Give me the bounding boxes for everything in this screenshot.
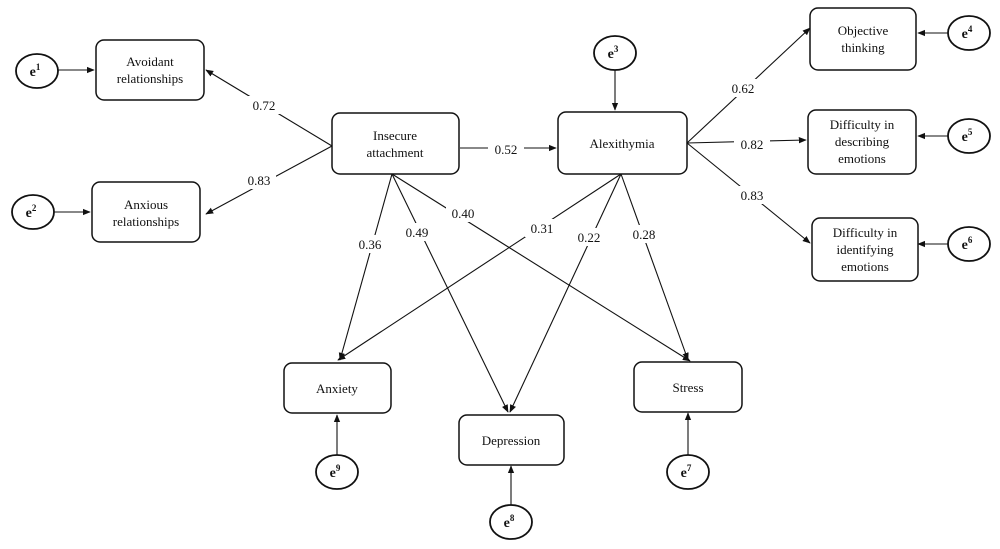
path-alexithymia-depression	[509, 173, 622, 413]
node-label-line: Anxiety	[316, 381, 358, 396]
error-e4: e4	[947, 15, 991, 51]
node-label-line: Insecure	[373, 128, 417, 143]
node-label-line: Stress	[672, 380, 703, 395]
path-insecure-anxiety	[338, 173, 393, 361]
node-stress: Stress	[633, 361, 743, 413]
coef-insecure-anxious: 0.83	[248, 173, 271, 188]
path-alexithymia-stress	[620, 173, 689, 361]
error-e9: e9	[315, 454, 359, 490]
node-label-line: emotions	[841, 259, 889, 274]
coef-insecure-anxiety: 0.36	[359, 237, 382, 252]
svg-text:e8: e8	[504, 513, 515, 531]
coef-alexithymia-objective: 0.62	[732, 81, 755, 96]
error-e7: e7	[666, 454, 710, 490]
node-anxiety: Anxiety	[283, 362, 392, 414]
node-label-line: Avoidant	[126, 54, 174, 69]
node-label-line: Difficulty in	[830, 117, 895, 132]
node-anxious-relationships: Anxious relationships	[91, 181, 201, 243]
coef-insecure-alexithymia: 0.52	[495, 142, 518, 157]
coef-alexithymia-describing: 0.82	[741, 137, 764, 152]
coef-alexithymia-depression: 0.22	[578, 230, 601, 245]
coef-insecure-avoidant: 0.72	[253, 98, 276, 113]
path-insecure-stress	[391, 173, 691, 362]
path-insecure-depression	[391, 173, 509, 413]
error-e1: e1	[15, 53, 59, 89]
coef-alexithymia-identifying: 0.83	[741, 188, 764, 203]
svg-text:e3: e3	[608, 44, 619, 62]
node-label-line: emotions	[838, 151, 886, 166]
node-label-line: Alexithymia	[590, 136, 655, 151]
node-label-line: thinking	[841, 40, 885, 55]
node-avoidant-relationships: Avoidant relationships	[95, 39, 205, 101]
node-alexithymia: Alexithymia	[557, 111, 688, 175]
node-difficulty-describing: Difficulty in describing emotions	[807, 109, 917, 175]
coef-insecure-stress: 0.40	[452, 206, 475, 221]
svg-text:e1: e1	[30, 62, 41, 80]
node-label-line: attachment	[366, 145, 423, 160]
node-insecure-attachment: Insecure attachment	[331, 112, 460, 175]
node-label-line: Objective	[838, 23, 889, 38]
svg-text:e9: e9	[330, 463, 341, 481]
svg-text:e2: e2	[26, 203, 37, 221]
node-difficulty-identifying: Difficulty in identifying emotions	[811, 217, 919, 282]
coef-alexithymia-stress: 0.28	[633, 227, 656, 242]
svg-text:e7: e7	[681, 463, 692, 481]
error-e3: e3	[593, 35, 637, 71]
coef-insecure-depression: 0.49	[406, 225, 429, 240]
coefficients: 0.72 0.83 0.52 0.62 0.82 0.83 0.36 0.49 …	[242, 79, 770, 253]
path-alexithymia-anxiety	[337, 173, 622, 361]
node-label-line: describing	[835, 134, 890, 149]
node-label-line: Difficulty in	[833, 225, 898, 240]
error-e8: e8	[489, 504, 533, 540]
node-label-line: Anxious	[124, 197, 168, 212]
node-label-line: identifying	[836, 242, 894, 257]
error-e2: e2	[11, 194, 55, 230]
svg-text:e4: e4	[962, 24, 973, 42]
error-e6: e6	[947, 226, 991, 262]
node-label-line: Depression	[482, 433, 541, 448]
node-label-line: relationships	[117, 71, 183, 86]
coef-alexithymia-anxiety: 0.31	[531, 221, 554, 236]
node-objective-thinking: Objective thinking	[809, 7, 917, 71]
svg-text:e5: e5	[962, 127, 973, 145]
error-e5: e5	[947, 118, 991, 154]
svg-text:e6: e6	[962, 235, 973, 253]
node-label-line: relationships	[113, 214, 179, 229]
node-depression: Depression	[458, 414, 565, 466]
